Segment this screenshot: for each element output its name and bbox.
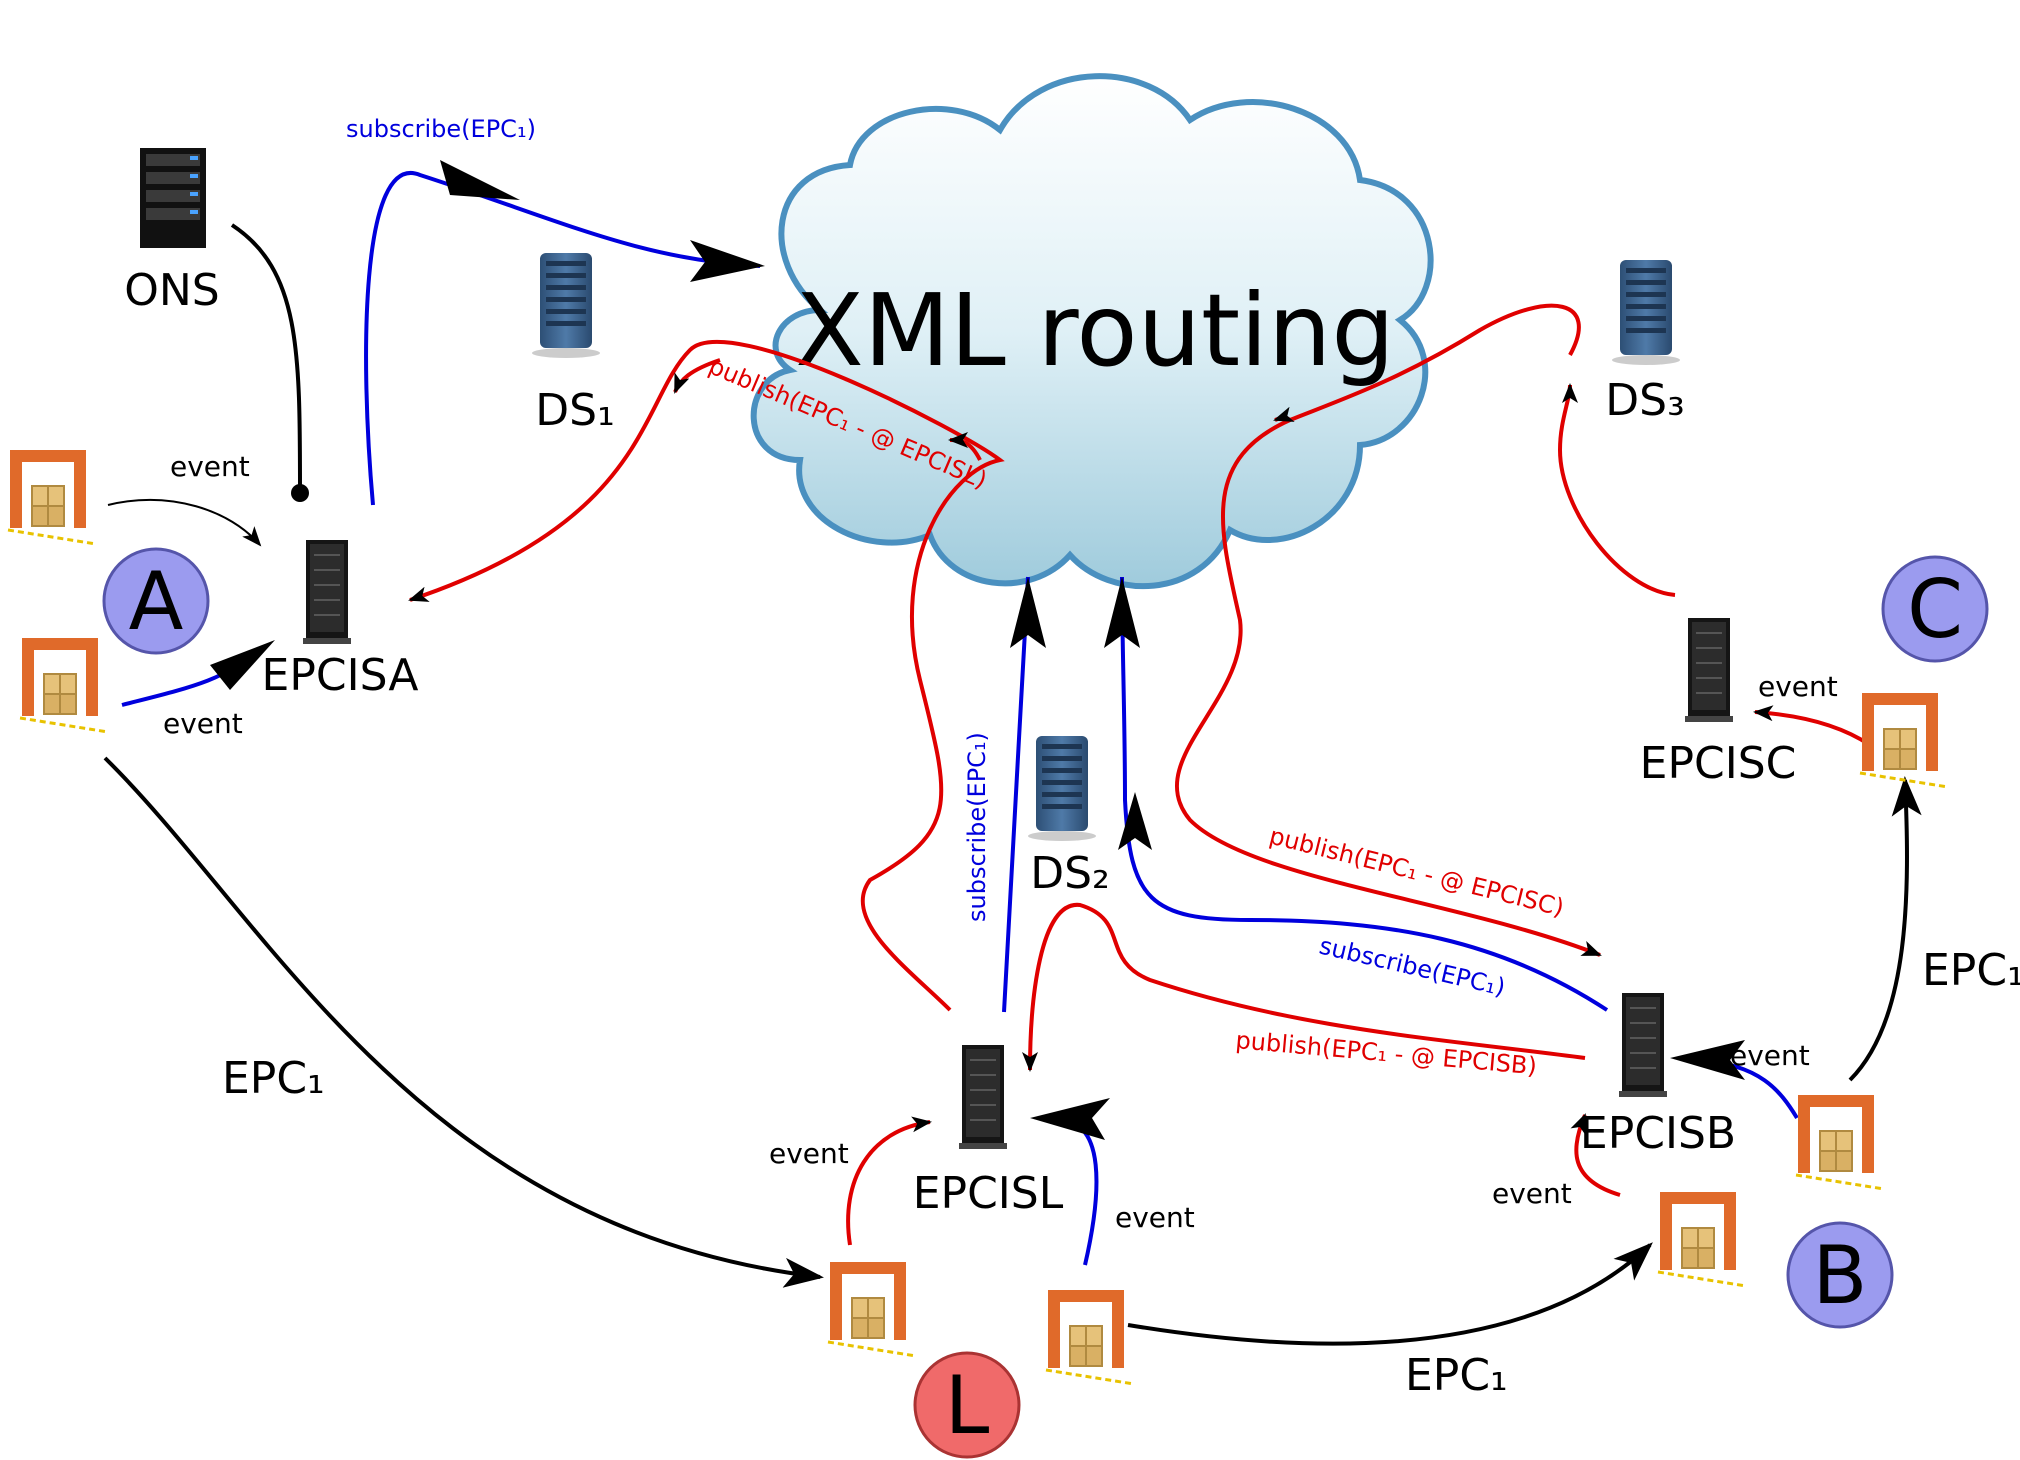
event-arrow-a1 [107, 498, 262, 547]
publish-label-c: publish(EPC₁ - @ EPCISC) [1267, 822, 1567, 922]
cloud-title: XML routing [795, 272, 1395, 389]
epcis-b-server: EPCISB [1580, 992, 1736, 1159]
epc1-flow-l-to-b [1127, 1242, 1653, 1346]
epcis-b-label: EPCISB [1580, 1108, 1736, 1159]
rfid-gate-a1 [6, 448, 98, 546]
site-b-label: B [1813, 1229, 1868, 1322]
epcis-c-server: EPCISC [1640, 617, 1797, 789]
site-c: C [1881, 555, 1989, 663]
subscribe-label-b: subscribe(EPC₁) [1317, 932, 1508, 1002]
publish-c-to-b [1174, 303, 1602, 957]
epcis-l-server: EPCISL [913, 1044, 1064, 1219]
rfid-gate-c [1858, 691, 1950, 789]
event-label-b1: event [1730, 1039, 1810, 1072]
event-label-l1: event [769, 1137, 849, 1170]
publish-l-to-epcisa [408, 339, 1005, 1012]
ds1-server: DS₁ [532, 253, 615, 436]
event-label-l2: event [1115, 1201, 1195, 1234]
rfid-gate-b1 [1656, 1190, 1748, 1288]
ds2-label: DS₂ [1030, 848, 1109, 899]
rfid-gate-b2 [1794, 1093, 1886, 1191]
ons-label: ONS [124, 265, 219, 316]
ds3-server: DS₃ [1605, 260, 1685, 426]
publish-to-ds1 [673, 358, 721, 394]
epc1-label-a-l: EPC₁ [222, 1053, 325, 1104]
epcis-l-label: EPCISL [913, 1168, 1064, 1219]
subscribe-arrowheads [210, 160, 1745, 1140]
event-label-a2: event [163, 707, 243, 740]
publish-to-cloud-c [1273, 406, 1295, 422]
event-red-c [1753, 705, 1872, 747]
ons-server: ONS [124, 148, 220, 316]
publish-b-to-l [1022, 902, 1586, 1072]
ons-link [230, 223, 302, 494]
event-label-a1: event [170, 450, 250, 483]
epcis-a-label: EPCISA [262, 650, 419, 701]
publish-to-cloud-l [948, 432, 982, 461]
epc1-label-b-c: EPC₁ [1922, 945, 2020, 996]
subscribe-a-ds1 [364, 171, 761, 506]
epc1-flow-b-to-c [1848, 776, 1922, 1082]
xml-routing-cloud: XML routing [750, 73, 1434, 590]
rfid-gate-a2 [18, 636, 110, 734]
subscribe-b-ds2 [1120, 576, 1609, 1012]
site-a: A [102, 547, 210, 655]
subscribe-label-a: subscribe(EPC₁) [346, 115, 536, 143]
publish-c-epcis-to-ds3 [1557, 383, 1676, 597]
site-c-label: C [1907, 563, 1963, 656]
epc1-flow-a-to-l [103, 756, 824, 1288]
event-label-b2: event [1492, 1177, 1572, 1210]
site-b: B [1786, 1221, 1894, 1329]
site-l-label: L [945, 1359, 990, 1452]
ds2-server: DS₂ [1028, 736, 1110, 899]
epc1-label-l-b: EPC₁ [1405, 1350, 1508, 1401]
rfid-gate-l2 [1044, 1288, 1136, 1386]
site-a-label: A [129, 555, 184, 648]
event-label-c: event [1758, 670, 1838, 703]
epcis-a-server: EPCISA [262, 539, 419, 701]
subscribe-label-l: subscribe(EPC₁) [963, 732, 991, 922]
ds1-label: DS₁ [535, 385, 614, 436]
epcis-c-label: EPCISC [1640, 738, 1797, 789]
rfid-gate-l1 [826, 1260, 918, 1358]
epc-flow-arrows [103, 223, 1922, 1346]
ds3-label: DS₃ [1605, 375, 1684, 426]
event-red-l [846, 1116, 932, 1246]
event-red-b [1570, 1113, 1621, 1197]
publish-arrows [408, 303, 1872, 1246]
site-l: L [913, 1351, 1021, 1459]
ons-link-dot [291, 484, 309, 502]
